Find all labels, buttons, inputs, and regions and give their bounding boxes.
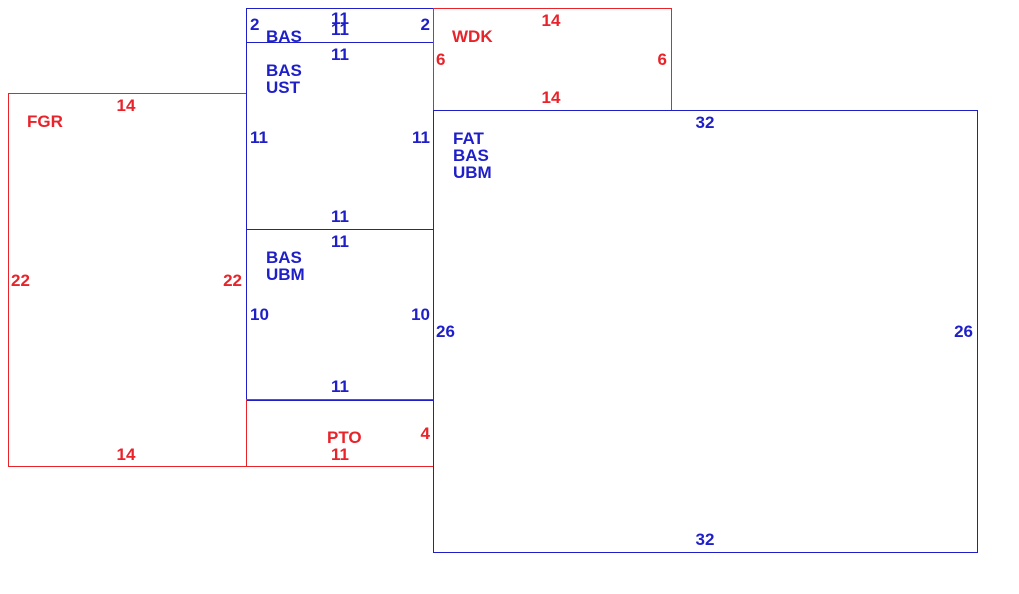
bas-ust-bottom-dimension: 11 <box>331 207 349 226</box>
area-fgr-label: FGR <box>27 112 63 131</box>
area-fat[interactable] <box>433 110 978 553</box>
pto-bottom-dimension: 11 <box>331 445 349 464</box>
wdk-bottom-dimension: 14 <box>541 88 561 107</box>
bas-ust-right-dimension: 11 <box>412 128 430 147</box>
fat-bottom-dimension: 32 <box>695 530 715 549</box>
area-bas-ubm-label: BAS UBM <box>266 249 305 283</box>
bas-top-bottom-dimension: 11 <box>331 20 349 39</box>
area-fat-code-2: BAS <box>453 146 489 165</box>
fgr-left-dimension: 22 <box>11 271 30 290</box>
area-fat-label: FAT BAS UBM <box>453 130 492 181</box>
area-pto-label: PTO <box>327 428 362 447</box>
bas-ust-top-dimension: 11 <box>331 45 349 64</box>
fat-right-dimension: 26 <box>954 322 973 341</box>
wdk-top-dimension: 14 <box>541 11 561 30</box>
area-bas-ubm-code-1: BAS <box>266 248 302 267</box>
fgr-bottom-dimension: 14 <box>116 445 136 464</box>
bas-ust-left-dimension: 11 <box>250 128 268 147</box>
area-fat-code-1: FAT <box>453 129 484 148</box>
bas-ubm-bottom-dimension: 11 <box>331 377 349 396</box>
bas-ubm-left-dimension: 10 <box>250 305 269 324</box>
bas-ubm-top-dimension: 11 <box>331 232 349 251</box>
area-bas-ust-code-2: UST <box>266 78 300 97</box>
area-bas-top-label: BAS <box>266 27 302 46</box>
bas-top-left-dimension: 2 <box>250 15 260 34</box>
area-bas-ubm-code-2: UBM <box>266 265 305 284</box>
fgr-top-dimension: 14 <box>116 96 136 115</box>
fgr-right-dimension: 22 <box>223 271 242 290</box>
fat-top-dimension: 32 <box>695 113 715 132</box>
bas-top-top-dimension: 11 <box>331 9 349 28</box>
fat-left-dimension: 26 <box>436 322 455 341</box>
bas-ubm-right-dimension: 10 <box>411 305 430 324</box>
area-fgr[interactable] <box>8 93 247 467</box>
pto-right-dimension: 4 <box>420 424 430 443</box>
area-bas-ust-label: BAS UST <box>266 62 302 96</box>
area-wdk-label: WDK <box>452 27 493 46</box>
bas-top-right-dimension: 2 <box>420 15 430 34</box>
area-bas-ust-code-1: BAS <box>266 61 302 80</box>
area-fat-code-3: UBM <box>453 163 492 182</box>
wdk-left-dimension: 6 <box>436 50 446 69</box>
wdk-right-dimension: 6 <box>657 50 667 69</box>
